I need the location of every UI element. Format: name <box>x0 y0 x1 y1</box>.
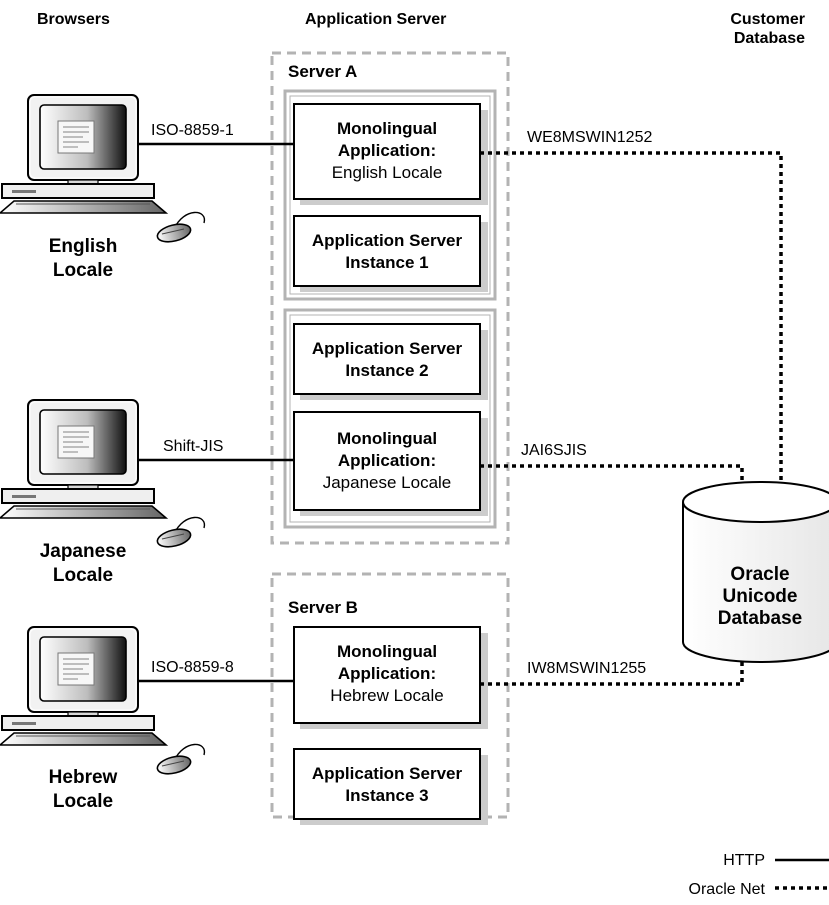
hebrew-locale-label-2: Locale <box>53 791 113 812</box>
english-computer-icon <box>0 94 206 246</box>
japanese-computer-icon <box>0 399 206 551</box>
app-box-japanese: Monolingual Application: Japanese Locale <box>293 411 481 511</box>
browsers-header: Browsers <box>37 11 110 28</box>
server-a-label: Server A <box>288 62 357 81</box>
instance-box-1: Application Server Instance 1 <box>293 215 481 287</box>
oracle-unicode-database: Oracle Unicode Database <box>682 481 829 663</box>
svg-text:Monolingual: Monolingual <box>337 642 437 661</box>
english-locale-label-1: English <box>49 236 118 257</box>
instance-group-2 <box>283 308 497 529</box>
charset-label-english: ISO-8859-1 <box>151 122 234 139</box>
svg-text:Japanese Locale: Japanese Locale <box>323 473 452 492</box>
application-server-header: Application Server <box>305 11 446 28</box>
svg-text:Application:: Application: <box>338 451 436 470</box>
svg-text:Monolingual: Monolingual <box>337 429 437 448</box>
instance-box-2: Application Server Instance 2 <box>293 323 481 395</box>
charset-label-hebrew: ISO-8859-8 <box>151 659 234 676</box>
svg-text:Application Server: Application Server <box>312 764 463 783</box>
svg-text:Instance 3: Instance 3 <box>345 786 428 805</box>
svg-text:Hebrew Locale: Hebrew Locale <box>330 686 443 705</box>
oracle-net-line-english <box>480 151 783 494</box>
svg-text:Application Server: Application Server <box>312 339 463 358</box>
app-box-english: Monolingual Application: English Locale <box>293 103 481 200</box>
oracle-net-line-japanese <box>480 464 744 487</box>
db-charset-label-japanese: JAI6SJIS <box>521 442 587 459</box>
legend-oracle-net-label: Oracle Net <box>689 881 766 898</box>
customer-database-header-line1: Customer <box>730 11 805 28</box>
db-charset-label-english: WE8MSWIN1252 <box>527 129 652 146</box>
english-locale-label-2: Locale <box>53 260 113 281</box>
db-charset-label-hebrew: IW8MSWIN1255 <box>527 660 646 677</box>
svg-text:Instance 2: Instance 2 <box>345 361 428 380</box>
charset-label-japanese: Shift-JIS <box>163 438 223 455</box>
japanese-locale-label-2: Locale <box>53 565 113 586</box>
svg-text:Application:: Application: <box>338 664 436 683</box>
svg-text:Instance 1: Instance 1 <box>345 253 428 272</box>
database-label-3: Database <box>718 608 803 629</box>
svg-text:English Locale: English Locale <box>332 163 443 182</box>
instance-group-1 <box>283 89 497 301</box>
svg-text:Application:: Application: <box>338 141 436 160</box>
customer-database-header-line2: Database <box>734 30 805 47</box>
server-b-label: Server B <box>288 598 358 617</box>
database-label-1: Oracle <box>730 564 789 585</box>
app-box-hebrew: Monolingual Application: Hebrew Locale <box>293 626 481 724</box>
instance-box-3: Application Server Instance 3 <box>293 748 481 820</box>
server-a-boundary <box>270 51 510 545</box>
svg-text:Application Server: Application Server <box>312 231 463 250</box>
japanese-locale-label-1: Japanese <box>40 541 127 562</box>
hebrew-computer-icon <box>0 626 206 778</box>
legend-http-label: HTTP <box>723 852 765 869</box>
hebrew-locale-label-1: Hebrew <box>49 767 118 788</box>
svg-text:Monolingual: Monolingual <box>337 119 437 138</box>
database-label-2: Unicode <box>723 586 798 607</box>
